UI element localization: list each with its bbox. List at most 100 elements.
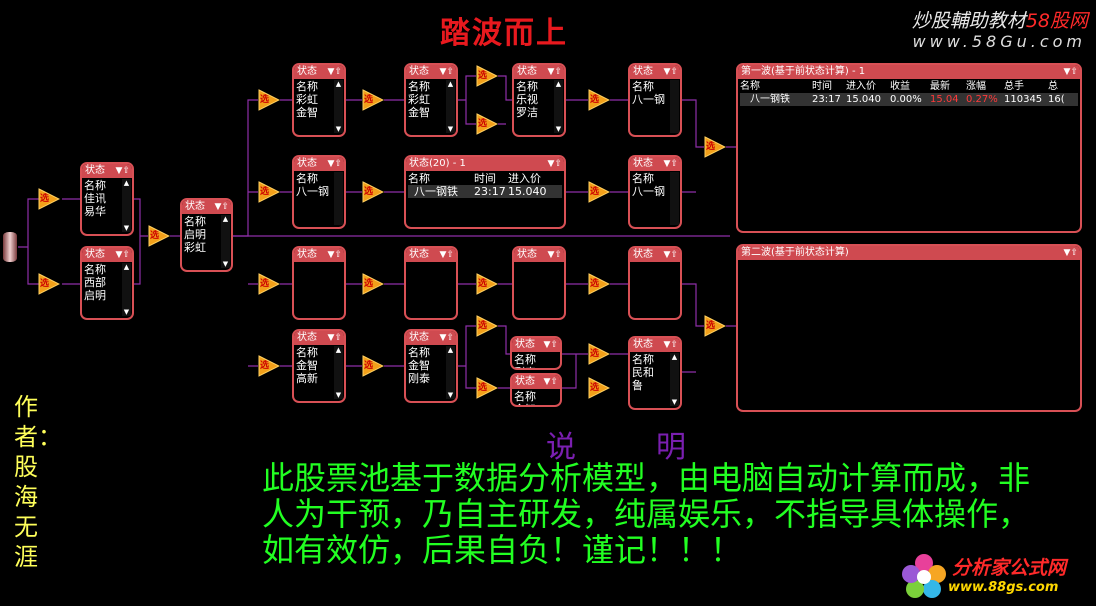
filter-node-icon[interactable]: 选 [258, 355, 280, 377]
stock-pool-box[interactable]: 状态▼⇧ 名称佳讯易华 ▲▼ [80, 162, 134, 236]
box-menu-icon[interactable]: ▼⇧ [327, 159, 342, 169]
stock-row[interactable]: 彩虹 [296, 93, 318, 106]
source-database-icon[interactable] [3, 232, 17, 262]
scrollbar[interactable]: ▲▼ [670, 353, 679, 406]
stock-pool-box[interactable]: 状态▼⇧ 名称八一钢 [292, 155, 346, 229]
panel-menu-icon[interactable]: ▼⇧ [1063, 248, 1078, 258]
stock-pool-box[interactable]: 状态▼⇧ 名称金智刚泰 ▲▼ [404, 329, 458, 403]
filter-node-icon[interactable]: 选 [148, 225, 170, 247]
box-menu-icon[interactable]: ▼⇧ [327, 333, 342, 343]
filter-node-icon[interactable]: 选 [704, 136, 726, 158]
scrollbar[interactable]: ▲▼ [446, 80, 455, 133]
filter-node-icon[interactable]: 选 [476, 65, 498, 87]
stock-pool-box[interactable]: 状态▼⇧ 名称八一钢 [628, 63, 682, 137]
stock-row[interactable]: 金智 [296, 106, 318, 119]
stock-row[interactable]: 刚泰 [408, 372, 430, 385]
box-menu-icon[interactable]: ▼⇧ [327, 67, 342, 77]
stock-row[interactable]: 刚泰 [514, 366, 548, 368]
scrollbar[interactable]: ▲▼ [446, 346, 455, 399]
stock-row[interactable]: 金智 [514, 403, 548, 405]
stock-pool-box[interactable]: 状态▼⇧ 名称彩虹金智 ▲▼ [292, 63, 346, 137]
filter-node-icon[interactable]: 选 [588, 377, 610, 399]
stock-row[interactable]: 佳讯 [84, 192, 106, 205]
filter-node-icon[interactable]: 选 [588, 343, 610, 365]
scrollbar[interactable] [670, 172, 679, 225]
box-menu-icon[interactable]: ▼⇧ [543, 340, 558, 350]
filter-node-icon[interactable]: 选 [38, 188, 60, 210]
stock-row[interactable]: 八一钢 [296, 185, 329, 198]
stock-pool-box[interactable]: 状态▼⇧ [628, 246, 682, 320]
stock-row[interactable]: 八一钢 [632, 185, 665, 198]
filter-node-icon[interactable]: 选 [258, 181, 280, 203]
stock-row[interactable]: 八一钢 [632, 93, 665, 106]
stock-pool-box[interactable]: 状态▼⇧ 名称刚泰 [510, 336, 562, 370]
box-menu-icon[interactable]: ▼⇧ [543, 377, 558, 387]
wave2-result-panel[interactable]: 第二波(基于前状态计算)▼⇧ [736, 244, 1082, 412]
stock-row[interactable]: 西部 [84, 276, 106, 289]
stock-pool-box[interactable]: 状态▼⇧ 名称八一钢 [628, 155, 682, 229]
filter-node-icon[interactable]: 选 [588, 89, 610, 111]
stock-pool-box[interactable]: 状态▼⇧ 名称启明彩虹 ▲▼ [180, 198, 233, 272]
stock-row[interactable]: 金智 [408, 359, 430, 372]
box-menu-icon[interactable]: ▼⇧ [547, 67, 562, 77]
stock-row[interactable]: 金智 [296, 359, 318, 372]
panel-menu-icon[interactable]: ▼⇧ [1063, 67, 1078, 77]
box-menu-icon[interactable]: ▼⇧ [115, 166, 130, 176]
stock-pool-box[interactable]: 状态▼⇧ 名称乐视罗洁 ▲▼ [512, 63, 566, 137]
stock-pool-box[interactable]: 状态▼⇧ 名称彩虹金智 ▲▼ [404, 63, 458, 137]
stock-row[interactable]: 启明 [184, 228, 206, 241]
scrollbar[interactable]: ▲▼ [122, 263, 131, 316]
filter-node-icon[interactable]: 选 [362, 355, 384, 377]
stock-row[interactable]: 彩虹 [408, 93, 430, 106]
box-menu-icon[interactable]: ▼⇧ [439, 333, 454, 343]
filter-node-icon[interactable]: 选 [258, 89, 280, 111]
scrollbar[interactable]: ▲▼ [334, 80, 343, 133]
stock-row[interactable]: 彩虹 [184, 241, 206, 254]
stock-pool-box[interactable]: 状态▼⇧ [292, 246, 346, 320]
stock-row[interactable]: 乐视 [516, 93, 538, 106]
stock-row[interactable]: 罗洁 [516, 106, 538, 119]
filter-node-icon[interactable]: 选 [258, 273, 280, 295]
box-menu-icon[interactable]: ▼⇧ [663, 159, 678, 169]
filter-node-icon[interactable]: 选 [362, 181, 384, 203]
filter-node-icon[interactable]: 选 [362, 89, 384, 111]
stock-row[interactable]: 民和 [632, 366, 654, 379]
filter-node-icon[interactable]: 选 [588, 181, 610, 203]
scrollbar[interactable] [334, 172, 343, 225]
stock-pool-box[interactable]: 状态▼⇧ 名称民和鲁 ▲▼ [628, 336, 682, 410]
filter-node-icon[interactable]: 选 [38, 273, 60, 295]
box-menu-icon[interactable]: ▼⇧ [663, 340, 678, 350]
box-menu-icon[interactable]: ▼⇧ [547, 250, 562, 260]
stock-row[interactable]: 鲁 [632, 379, 643, 392]
box-menu-icon[interactable]: ▼⇧ [214, 202, 229, 212]
filter-node-icon[interactable]: 选 [704, 315, 726, 337]
stock-row[interactable]: 金智 [408, 106, 430, 119]
box-menu-icon[interactable]: ▼⇧ [439, 250, 454, 260]
box-menu-icon[interactable]: ▼⇧ [115, 250, 130, 260]
box-menu-icon[interactable]: ▼⇧ [327, 250, 342, 260]
stock-pool-box[interactable]: 状态▼⇧ [512, 246, 566, 320]
stock-pool-box[interactable]: 状态▼⇧ 名称西部启明 ▲▼ [80, 246, 134, 320]
stock-pool-box[interactable]: 状态▼⇧ 名称金智高新 ▲▼ [292, 329, 346, 403]
scrollbar[interactable]: ▲▼ [554, 80, 563, 133]
stock-row[interactable]: 易华 [84, 205, 106, 218]
scrollbar[interactable] [670, 80, 679, 133]
filter-node-icon[interactable]: 选 [588, 273, 610, 295]
stock-pool-box[interactable]: 状态▼⇧ [404, 246, 458, 320]
scrollbar[interactable]: ▲▼ [221, 215, 230, 268]
stock-row[interactable]: 启明 [84, 289, 106, 302]
filter-node-icon[interactable]: 选 [476, 113, 498, 135]
box-menu-icon[interactable]: ▼⇧ [663, 250, 678, 260]
scrollbar[interactable]: ▲▼ [334, 346, 343, 399]
filter-node-icon[interactable]: 选 [362, 273, 384, 295]
box-menu-icon[interactable]: ▼⇧ [439, 67, 454, 77]
wave1-result-panel[interactable]: 第一波(基于前状态计算) - 1▼⇧ 名称时间进入价收益最新涨幅总手总 八一钢铁… [736, 63, 1082, 233]
scrollbar[interactable]: ▲▼ [122, 179, 131, 232]
filter-node-icon[interactable]: 选 [476, 377, 498, 399]
filter-node-icon[interactable]: 选 [476, 273, 498, 295]
box-menu-icon[interactable]: ▼⇧ [663, 67, 678, 77]
box-menu-icon[interactable]: ▼⇧ [547, 159, 562, 169]
